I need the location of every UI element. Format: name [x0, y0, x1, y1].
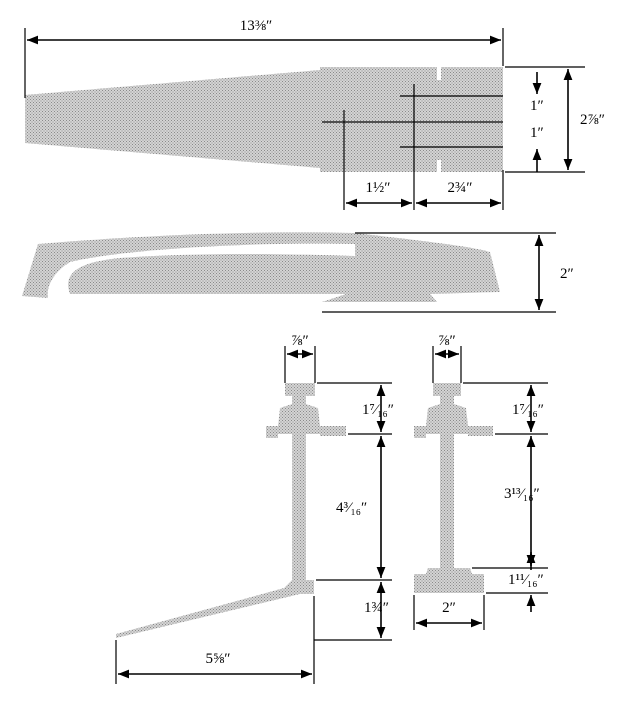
left-post-foot-label: 5⅝″	[206, 651, 231, 667]
right-post-shaft-label: 3¹³⁄₁₆″	[504, 486, 540, 502]
side-height-label: 2″	[560, 266, 574, 282]
left-post-head-label: 1⁷⁄₁₆″	[362, 402, 394, 418]
left-post-width-label: ⅞″	[291, 333, 309, 349]
top-offset-2-label: 2¾″	[448, 180, 473, 196]
right-post-part	[414, 383, 493, 593]
left-post-view: ⅞″ 1⁷⁄₁₆″ 4³⁄₁₆″ 1¾″ 5⅝″	[115, 333, 394, 684]
top-offset-1-label: 1½″	[366, 180, 391, 196]
top-spacing-label-2: 1″	[530, 125, 544, 141]
right-post-head-label: 1⁷⁄₁₆″	[512, 402, 544, 418]
left-post-base-label: 1¾″	[364, 600, 389, 616]
left-post-part	[116, 383, 346, 638]
right-post-view: ⅞″ 1⁷⁄₁₆″ 3¹³⁄₁₆″ 1¹¹⁄₁₆″ 2″	[413, 333, 548, 630]
top-plan-part	[25, 67, 503, 172]
top-height-label: 2⅞″	[580, 112, 605, 128]
top-length-label: 13⅜″	[240, 18, 273, 34]
right-post-width-label: ⅞″	[438, 333, 456, 349]
top-spacing-label-1: 1″	[530, 98, 544, 114]
top-view: 13⅜″ 2⅞″ 1″ 1″ 1½″ 2¾″	[24, 18, 605, 210]
left-post-shaft-label: 4³⁄₁₆″	[336, 500, 367, 516]
right-post-base-label: 1¹¹⁄₁₆″	[508, 572, 544, 588]
right-post-foot-label: 2″	[442, 600, 456, 616]
side-profile-part	[22, 232, 500, 302]
side-view: 2″	[22, 232, 574, 313]
